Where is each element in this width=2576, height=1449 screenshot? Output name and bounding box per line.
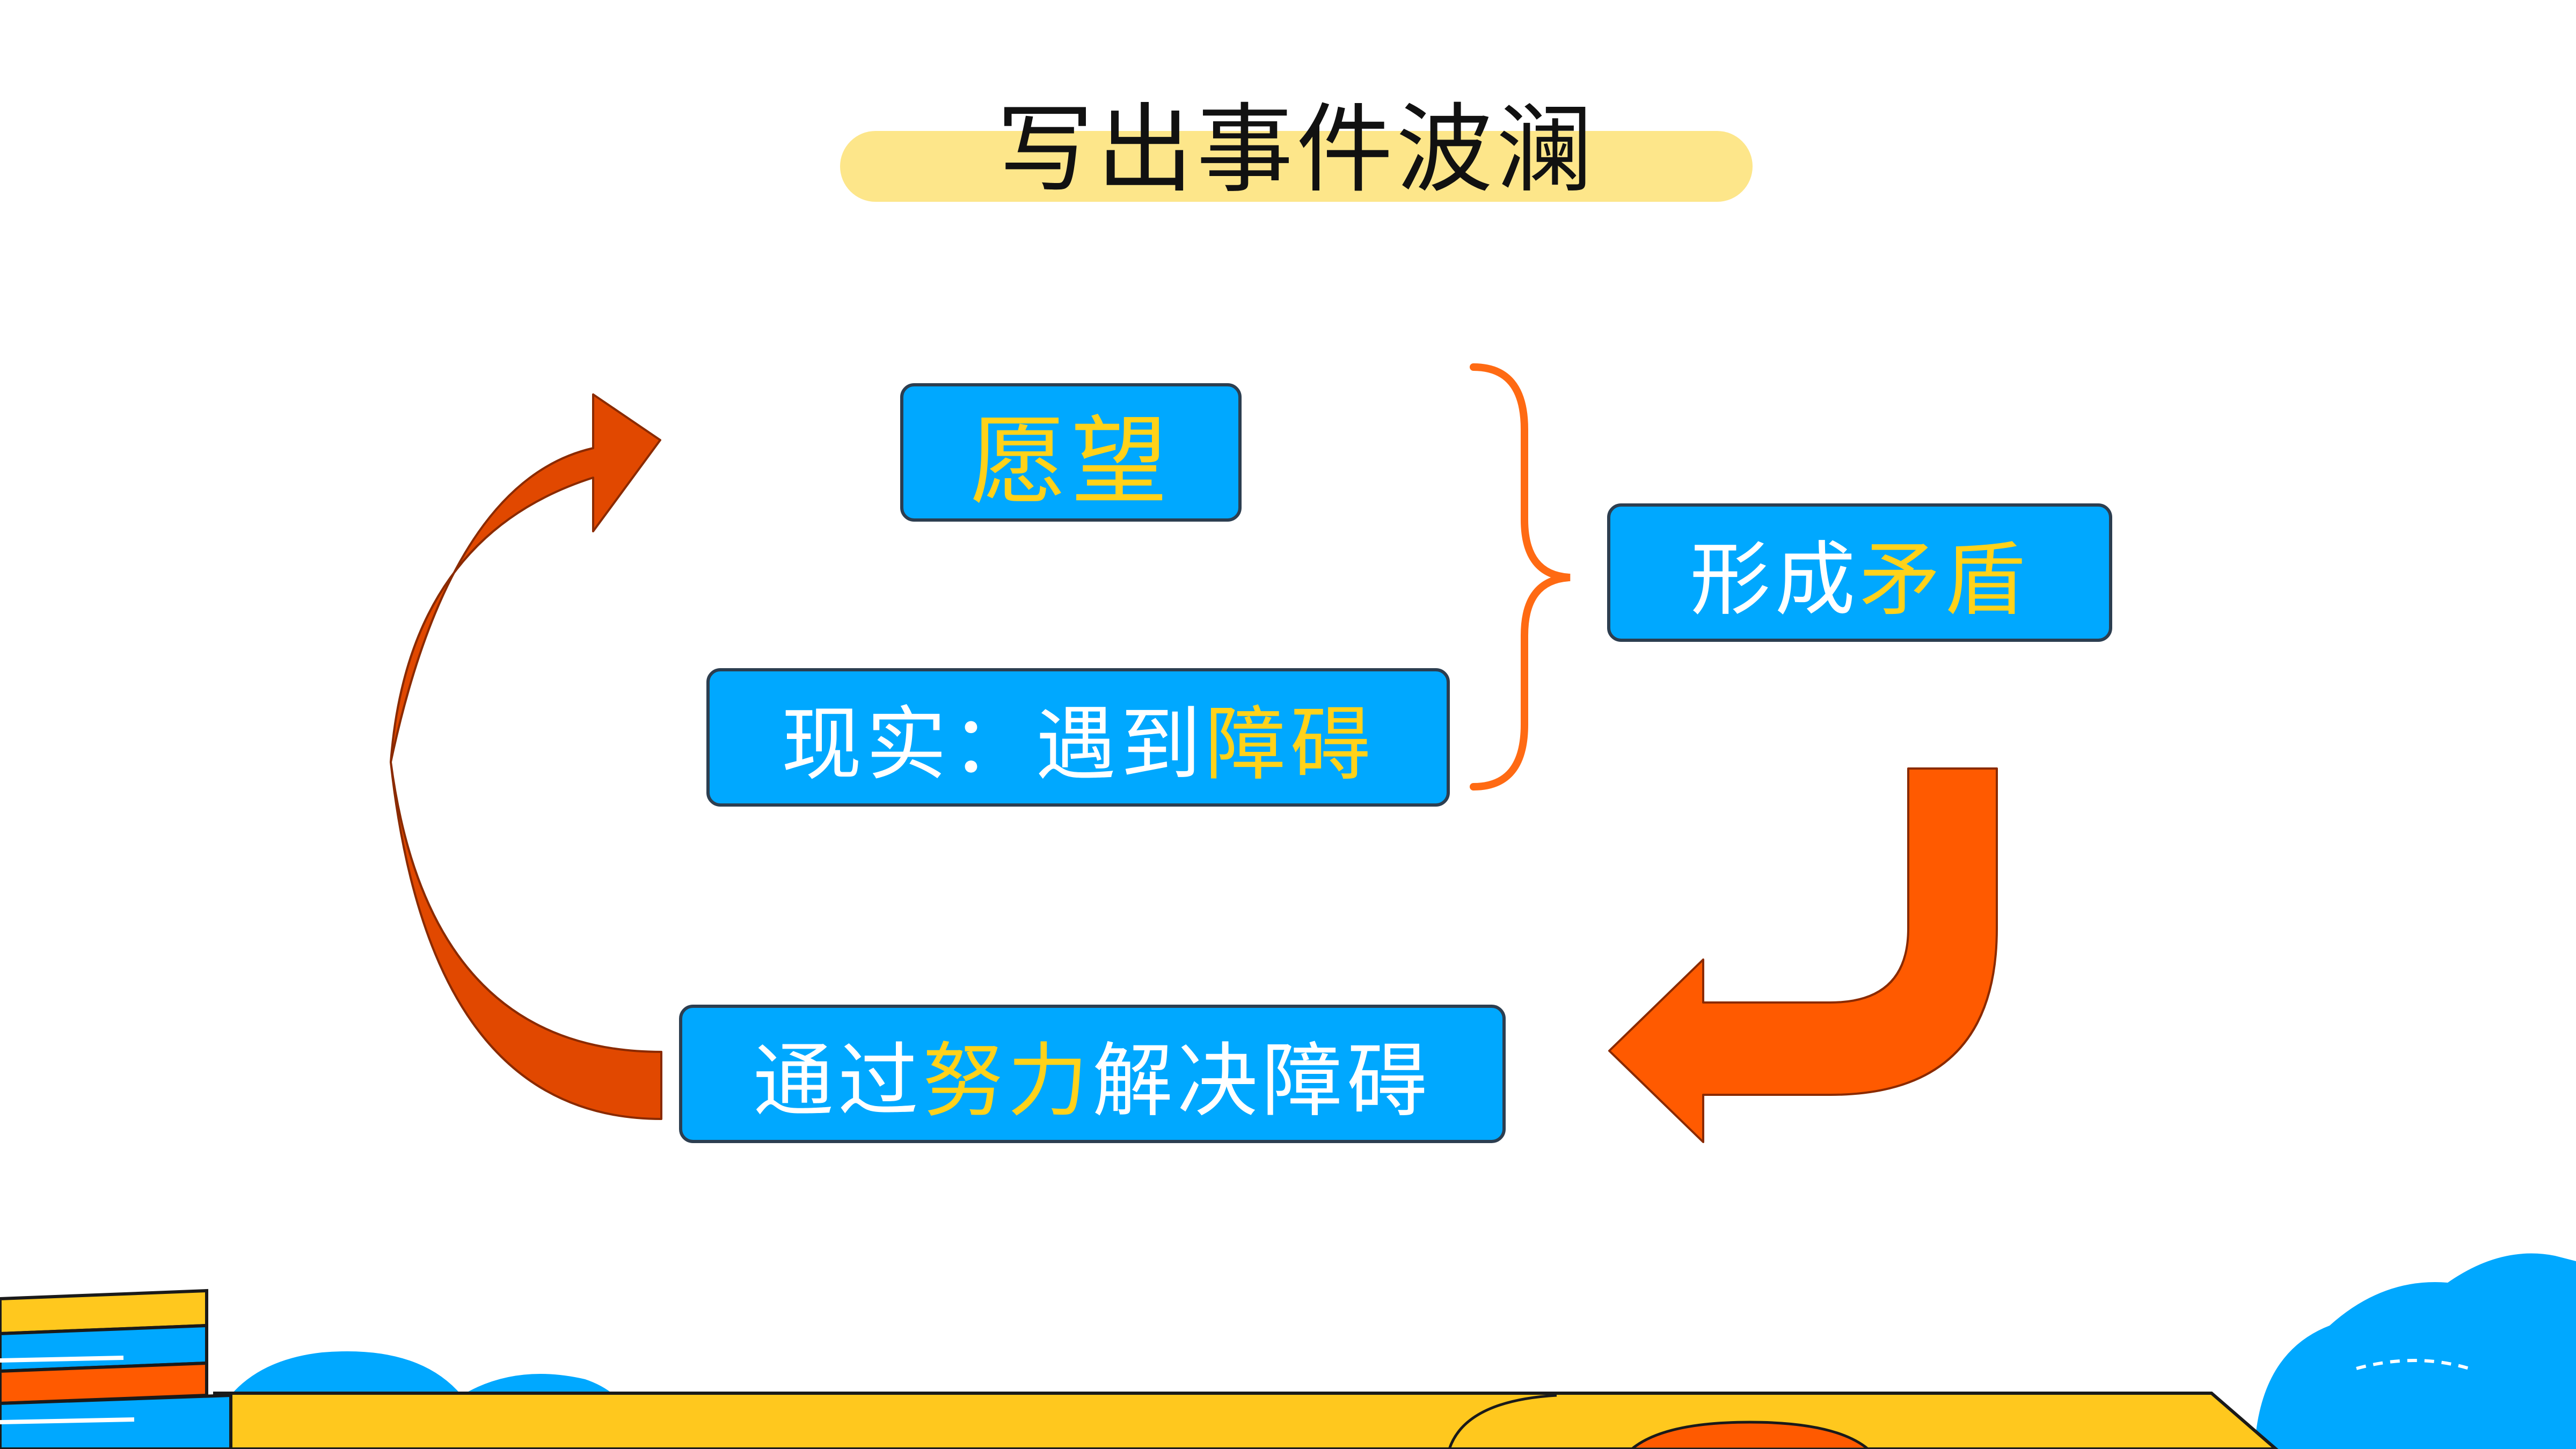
bottom-decoration: [0, 1253, 2576, 1449]
conflict-box: 形成矛盾: [1607, 503, 2112, 642]
reality-label: 现实：遇到: [781, 698, 1206, 792]
curved-return-arrow: [390, 393, 662, 1120]
wish-label: 愿望: [969, 405, 1172, 518]
resolve-highlight: 努力: [922, 1034, 1092, 1128]
reality-highlight: 障碍: [1205, 698, 1375, 792]
cloud-right: [2254, 1253, 2576, 1449]
page-title: 写出事件波澜: [996, 94, 1596, 206]
wish-box: 愿望: [900, 383, 1242, 522]
resolve-box: 通过努力解决障碍: [679, 1005, 1506, 1143]
title-highlight-bar: [840, 131, 1753, 202]
books-stack: [0, 1289, 232, 1449]
conflict-highlight: 矛盾: [1859, 533, 2030, 627]
conflict-label: 形成: [1690, 533, 1860, 627]
resolve-label-end: 解决障碍: [1092, 1034, 1432, 1128]
bent-arrow: [1608, 767, 1998, 1143]
reality-box: 现实：遇到障碍: [706, 668, 1450, 807]
curly-brace: [1470, 363, 1571, 791]
ground-band: [213, 1392, 2279, 1449]
resolve-label: 通过: [753, 1034, 923, 1128]
ground-oval: [1630, 1421, 1870, 1449]
